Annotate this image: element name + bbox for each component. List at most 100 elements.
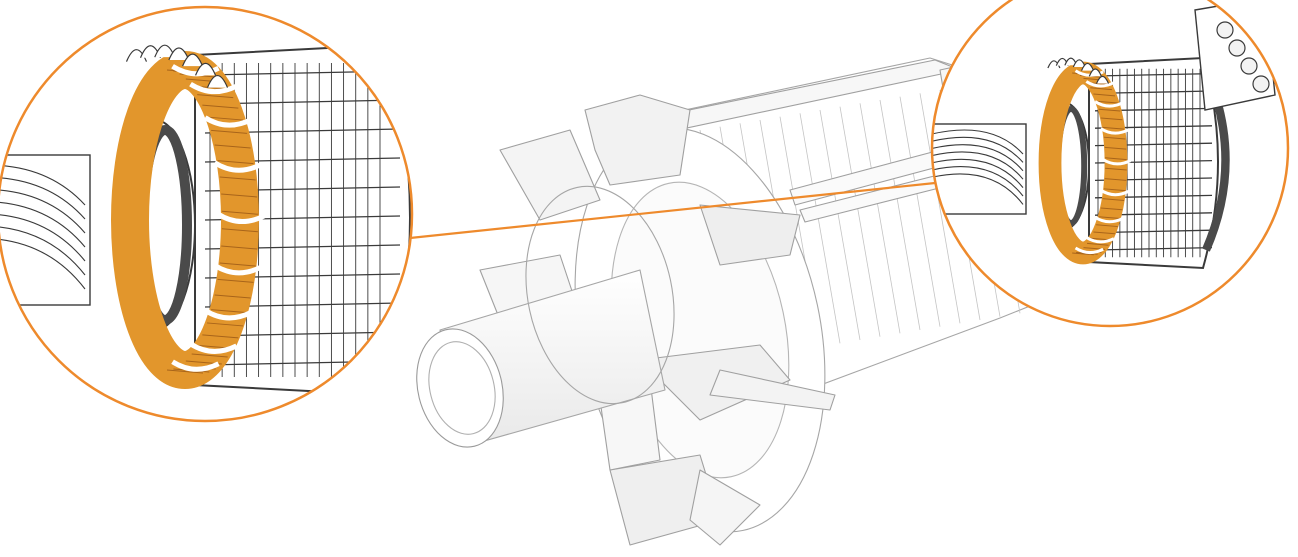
winding-strand [1103,136,1126,140]
lead-wire [932,151,1024,180]
winding-strand [206,116,244,121]
winding-strand [202,334,239,339]
riser-tab [1080,62,1095,71]
lamination-line [879,99,921,331]
tie-loop [1074,246,1104,255]
tie-loop [171,64,220,77]
lamination-line [919,93,961,324]
winding-strand [1093,231,1116,235]
winding-strand [211,129,248,134]
bearing-ball [1228,39,1246,57]
lead-wire [0,201,86,248]
lamination-line [839,106,881,337]
tie-loop [1101,158,1132,166]
riser-tab [125,49,148,62]
riser-tab [168,47,190,61]
bearing-ball [1216,21,1234,39]
winding-strand [219,176,256,181]
slot-band [1094,246,1213,251]
tie-loop [203,308,253,321]
winding-strand [214,144,251,149]
hub-ring [525,185,675,405]
tie-loop [1100,188,1130,197]
stator-block [0,154,91,306]
tie-loop [203,115,253,128]
winding-strand [1098,216,1121,220]
bearing-ball [1252,75,1270,93]
lead-wire [0,176,86,220]
tie-loop [1085,236,1115,244]
winding-strand [1104,146,1127,150]
lead-wire [0,237,86,290]
lead-wire [932,166,1024,197]
riser-tab [1047,60,1061,69]
fan-blade-right [709,369,836,411]
winding-strand [1072,252,1094,256]
winding-strand [211,309,248,314]
winding-strand [191,353,228,358]
winding-strand [1096,100,1118,104]
tie-loop [1085,80,1115,88]
lamination-line [859,103,901,334]
winding-strand [1100,207,1123,211]
tie-loop [189,341,238,354]
tie-loop [213,160,262,173]
winding-strand [1102,198,1125,201]
winding-strand [1105,167,1127,171]
tie-loop [1094,215,1124,224]
lead-wire [0,225,86,276]
winding-strand [1103,188,1126,192]
winding-strand [1102,126,1125,130]
fan-blade-top [584,94,691,186]
lamination-line [899,96,941,327]
riser-tab [1088,68,1102,77]
lead-wire [932,144,1024,172]
winding-strand [1098,108,1121,112]
lead-wire [932,136,1024,163]
slot-band [1094,72,1213,77]
winding-strand [1096,224,1118,228]
lamination-line [799,113,841,344]
fan-blade-top-left [499,129,601,221]
riser-tab [182,53,204,67]
winding-strand [221,228,258,233]
lead-wire [932,129,1024,155]
callout-line [409,181,936,240]
tie-loop [171,359,220,372]
winding-strand [221,210,258,215]
winding-strand [221,245,258,250]
winding-strand [1086,242,1109,246]
riser-tab [206,75,229,88]
tie-loop [213,263,262,276]
winding-strand [166,369,204,374]
winding-strand [219,262,256,267]
winding-strand [197,94,234,99]
tie-loop [1094,100,1124,108]
lead-wire [0,213,86,262]
lead-wire [0,164,86,206]
detail-circle-left [0,5,414,423]
commutator-detail-large [0,43,412,397]
magnifier-ring-right [930,0,1290,328]
winding-strand [1104,178,1127,181]
lead-wire [932,158,1024,188]
winding-strand [221,193,258,198]
winding-strand [1105,157,1127,161]
fan-blade-upper-right [699,204,801,266]
winding-strand [202,104,239,109]
winding-strand [217,160,254,165]
magnifier-ring-left [0,5,414,423]
tie-loop [1100,127,1130,135]
lead-wire [0,188,86,234]
winding-strand [1093,93,1116,97]
shaft-end-inner [428,341,496,435]
winding-strand [217,278,254,283]
winding-strand [1100,117,1123,121]
lead-wire [932,173,1024,205]
fan-blade-bottom-2 [689,469,761,546]
lamination-line [819,109,861,341]
winding-strand [214,294,251,299]
bearing-ball [1240,57,1258,75]
